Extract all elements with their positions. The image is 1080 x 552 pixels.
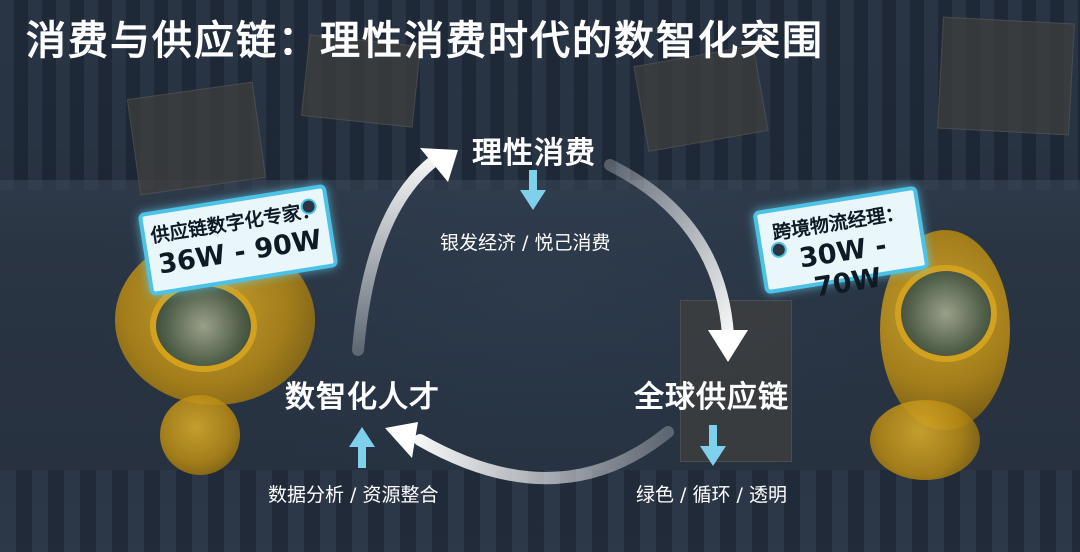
up-arrow-icon — [349, 427, 375, 468]
arrowhead-top-to-right — [708, 330, 748, 362]
arrowhead-left-to-top — [420, 148, 458, 182]
page-title: 消费与供应链：理性消费时代的数智化突围 — [26, 18, 824, 64]
arrow-right-to-left — [414, 426, 674, 485]
arrowhead-right-to-left — [385, 422, 418, 458]
node-rational-consumption: 理性消费 — [472, 136, 596, 171]
robot-arm-left — [160, 395, 240, 475]
robot-arm-right — [870, 400, 980, 480]
node-global-supply-chain: 全球供应链 — [634, 380, 789, 415]
node-global-supply-chain-sub: 绿色 / 循环 / 透明 — [636, 484, 787, 506]
arrow-top-to-right — [604, 159, 734, 341]
cardboard-box — [680, 300, 792, 462]
robot-head-left — [150, 280, 257, 372]
down-arrow-icon — [520, 170, 546, 210]
node-rational-consumption-sub: 银发经济 / 悦己消费 — [440, 232, 611, 254]
robot-head-right — [895, 265, 997, 362]
node-digital-talent: 数智化人才 — [285, 380, 440, 415]
down-arrow-icon — [700, 425, 726, 466]
node-digital-talent-sub: 数据分析 / 资源整合 — [268, 484, 439, 506]
arrow-left-to-top — [352, 154, 441, 356]
